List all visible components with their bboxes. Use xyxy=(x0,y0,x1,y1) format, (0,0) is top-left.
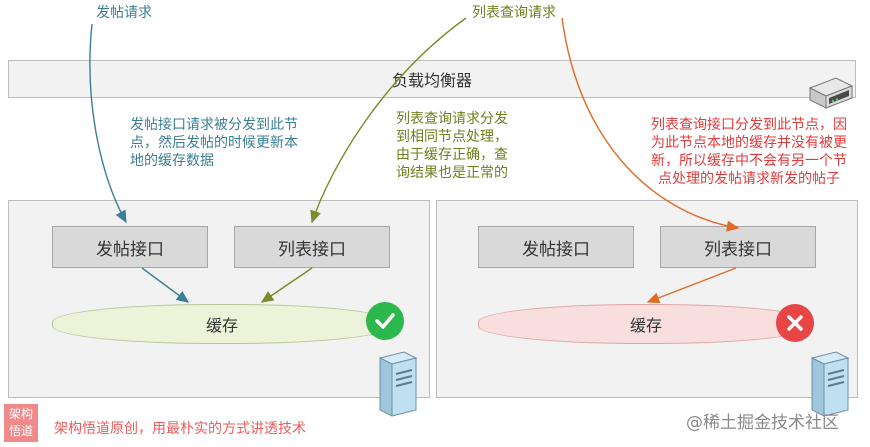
left-list-api: 列表接口 xyxy=(234,226,390,268)
left-cache: 缓存 xyxy=(52,304,392,344)
right-list-to-cache-arrow xyxy=(646,267,737,304)
left-post-api: 发帖接口 xyxy=(52,226,208,268)
list-request-arrow-right xyxy=(561,17,740,232)
brand-slogan: 架构悟道原创，用最朴实的方式讲透技术 xyxy=(54,421,306,437)
cross-icon xyxy=(776,304,814,342)
post-routing-note: 发帖接口请求被分发到此节 点，然后发帖的时候更新本 地的缓存数据 xyxy=(130,117,298,169)
list-request-arrow-left xyxy=(310,17,467,224)
post-request-label: 发帖请求 xyxy=(96,5,152,21)
server-icon xyxy=(376,350,420,420)
brand-logo: 架构 悟道 xyxy=(4,404,38,442)
load-balancer-bar: 负载均衡器 xyxy=(8,60,856,98)
right-post-api: 发帖接口 xyxy=(478,226,634,268)
check-icon xyxy=(366,302,404,340)
list-other-node-note: 列表查询接口分发到此节点，因 为此节点本地的缓存并没有被更 新，所以缓存中不会有… xyxy=(651,117,847,187)
switch-icon xyxy=(806,74,856,114)
watermark: @稀土掘金技术社区 xyxy=(686,413,839,433)
left-post-to-cache-arrow xyxy=(141,267,190,303)
list-same-node-note: 列表查询请求分发 到相同节点处理， 由于缓存正确，查 询结果也是正常的 xyxy=(396,111,508,181)
right-cache: 缓存 xyxy=(478,304,814,344)
post-request-arrow xyxy=(89,23,127,224)
server-icon xyxy=(808,350,852,420)
left-list-to-cache-arrow xyxy=(260,267,313,303)
list-request-label: 列表查询请求 xyxy=(472,5,556,21)
